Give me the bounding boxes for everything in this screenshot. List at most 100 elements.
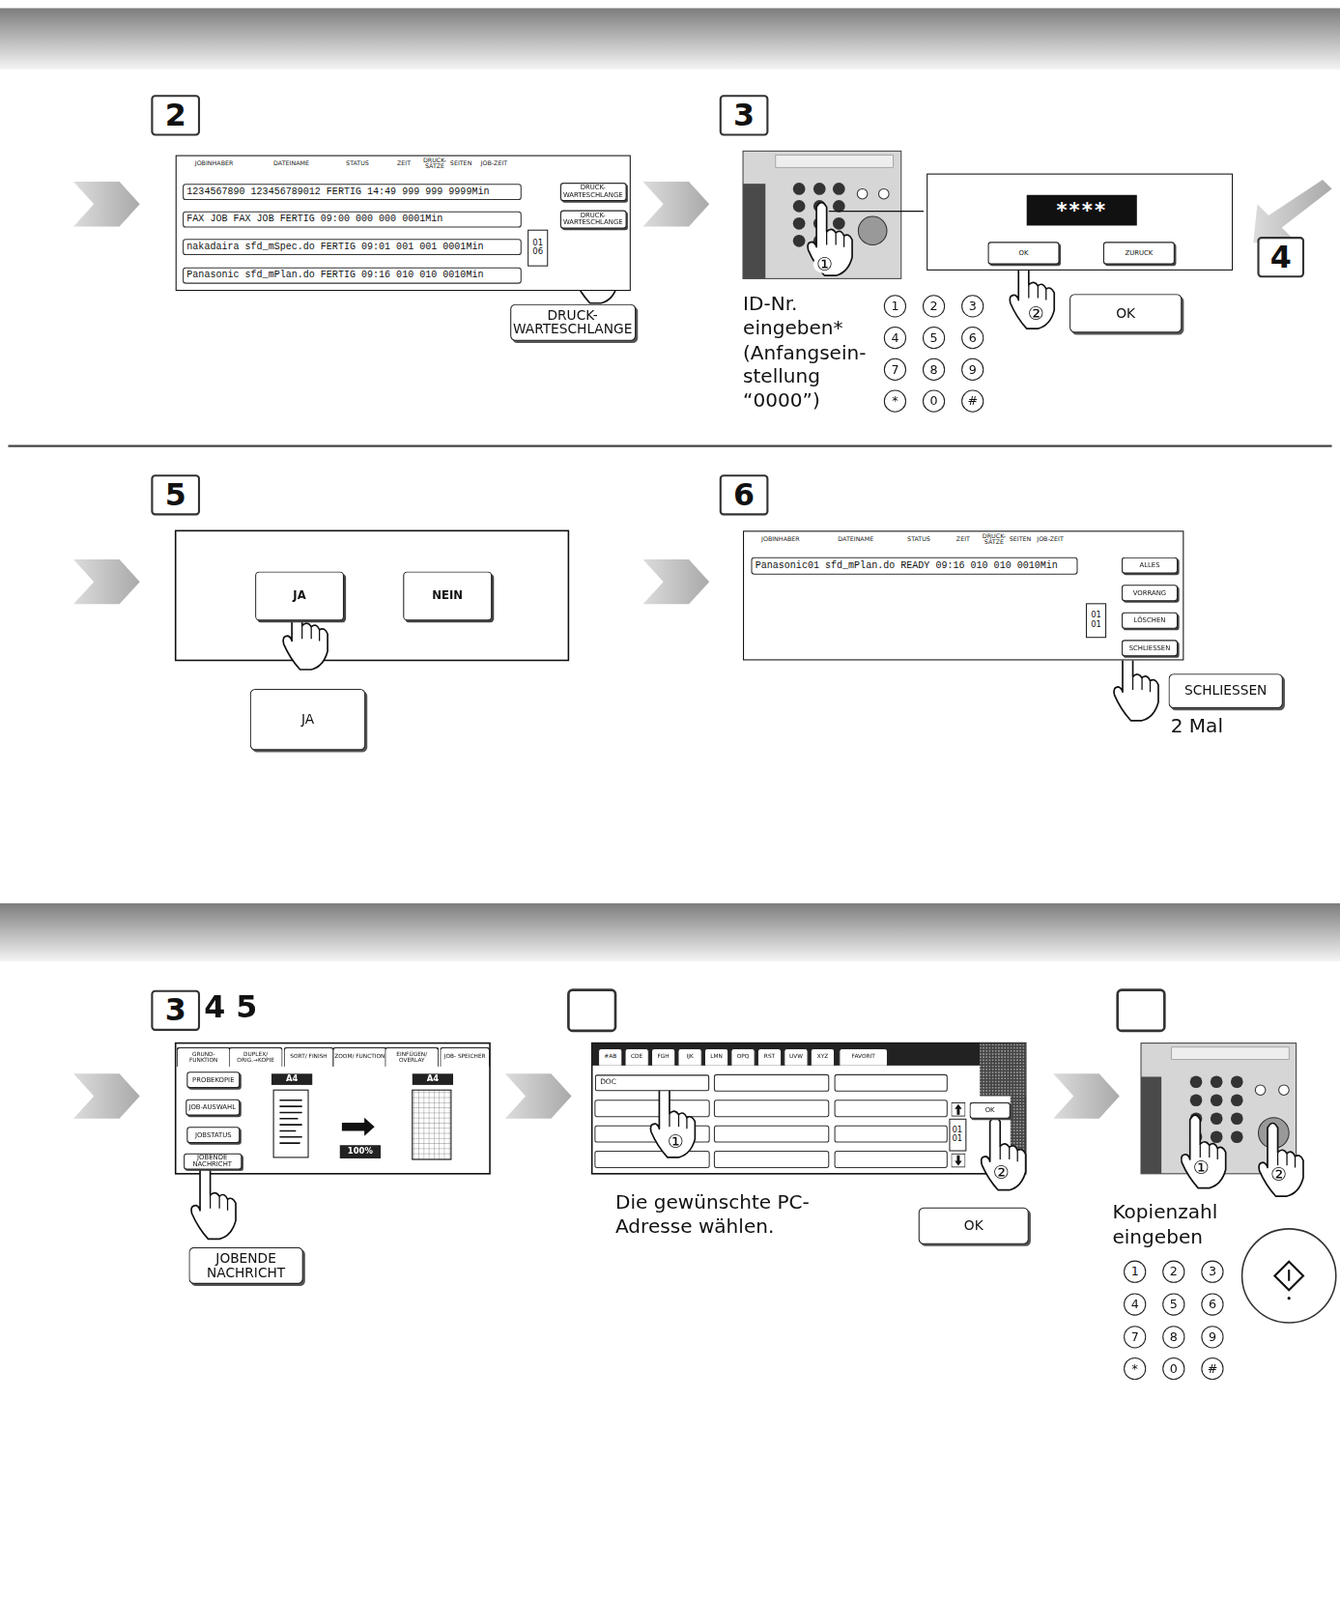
callout-number: ② [1267,1165,1290,1184]
node-text: JA [292,590,306,602]
node-text: * [891,394,898,407]
keypad-key: 0 [1162,1357,1185,1380]
screen-button: SCHLIESSEN [1121,639,1178,656]
pointing-hand-part [1258,1123,1304,1198]
control-panel-part [1171,1047,1289,1060]
node-text: ZEIT [397,160,411,168]
node-text: STATUS [345,160,370,168]
keypad-key: 7 [883,358,907,381]
empty-row-part [834,1151,947,1169]
header-band-part [0,903,1340,962]
callout-number: ② [1025,304,1048,323]
job-row: Panasonic sfd_mPlan.do FERTIG 09:16 010 … [182,267,522,285]
node-text: NEIN [431,590,463,602]
screen-tab: XYZ [810,1048,835,1066]
page-indicator: 0106 [527,229,548,267]
node-text: JOB-ZEIT [481,160,509,168]
header-band-part [0,7,1340,69]
screen-button: LÖSCHEN [1121,612,1178,629]
screen-frame-part [175,1043,490,1174]
screen-tab: SORT/ FINISH [284,1047,335,1067]
step-number: 6 [719,474,770,515]
screen-tab: FGH [651,1048,676,1066]
control-panel-part-part [1230,1111,1244,1125]
control-panel [742,150,1297,1173]
node-text: IJK [685,1054,693,1060]
node-text: DRUCK- WARTESCHLANGE [560,212,626,227]
node-text: OK [985,1107,996,1114]
node-text: 2 [930,299,939,313]
control-panel-part-part [793,217,806,230]
start-button-part [1242,1228,1337,1323]
screen-tab: GRUND- FUNKTION [176,1047,231,1067]
instruction-text: ID-Nr. eingeben* (Anfangsein- stellung “… [742,291,876,413]
node-text: 6 [733,479,755,512]
keypad-key: 9 [1200,1325,1224,1348]
control-panel-part-part [832,199,846,213]
step-chevron-part [73,181,141,227]
node-text: DUPLEX/ ORIG.→KOPIE [229,1052,283,1064]
node-text: 01 [1090,611,1102,621]
callout-number: ① [664,1133,687,1152]
node-text: SCHLIESSEN [1184,684,1267,698]
node-text: 3 [969,299,977,313]
node-text: 01 [951,1135,963,1144]
node-text: 1 [1131,1265,1140,1279]
instruction-text: Kopienzahl eingeben [1111,1199,1245,1249]
node-text: DOC [599,1079,617,1087]
keypad-key: 8 [1162,1325,1185,1348]
job-row: FAX JOB FAX JOB FERTIG 09:00 000 000 000… [182,211,522,229]
control-panel-part [856,188,868,200]
node-text: OK [1019,249,1029,257]
step-number: 3 [719,94,770,136]
keypad-key: 1 [1123,1260,1146,1283]
document-icon-part [342,1117,375,1137]
control-panel-part [742,183,766,279]
key-button: OK [1069,293,1182,333]
node-text: 2 [1169,1265,1178,1279]
node-text: FGH [657,1054,670,1060]
node-text: 4 [1131,1297,1140,1311]
control-panel-part-part [793,234,806,248]
screen-tab: LMN [704,1048,729,1066]
node-text: RST [764,1054,775,1060]
screen-button: ZURUCK [1103,241,1175,264]
node-text: nakadaira sfd_mSpec.do FERTIG 09:01 001 … [186,241,484,253]
node-text: DRUCK- WARTESCHLANGE [513,308,632,337]
control-panel-part-part [832,182,846,196]
step-chevron-part [1053,1073,1120,1118]
keypad-key: 7 [1123,1325,1146,1348]
step-chevron-part [643,181,711,227]
node-text: SEITEN [1009,536,1032,543]
screen-tab: CDE [624,1048,649,1066]
keypad-key: 0 [922,390,945,413]
node-text: 9 [1208,1330,1217,1343]
node-text: 4 [890,331,899,344]
screen-tab: FAVORIT [838,1048,888,1066]
control-panel-part [857,216,887,246]
node-text: 0 [930,394,939,407]
empty-row-part [713,1151,828,1169]
node-text: 2 [165,99,187,132]
scroll-arrow-part [951,1102,966,1116]
control-panel-part-part [793,199,806,213]
node-text: DATEINAME [273,160,310,168]
node-text: 0 [1169,1362,1178,1375]
touch-screen: JOBINHABERDATEINAMESTATUSZEITDRUCK- SÄTZ… [742,530,1184,660]
node-text: ZOOM/ FUNCTION [334,1054,385,1060]
document-icon-part [279,1100,302,1143]
screen-frame-part [592,1043,1027,1174]
control-panel-part-part [1190,1093,1203,1107]
node-text: 8 [1169,1330,1178,1343]
screen-texture-part [592,1043,1027,1066]
node-text: DATEINAME [837,536,874,543]
node-text: PROBEKOPIE [192,1076,234,1084]
node-text: 6 [1208,1297,1217,1311]
step-chevron-part [73,559,141,604]
node-text: ZEIT [956,536,970,543]
keypad-key: 3 [961,294,984,317]
separator-line-part [7,445,1332,448]
empty-row-part [595,1100,710,1117]
screen-button: OK [969,1102,1011,1119]
keypad-key: 8 [922,358,945,381]
